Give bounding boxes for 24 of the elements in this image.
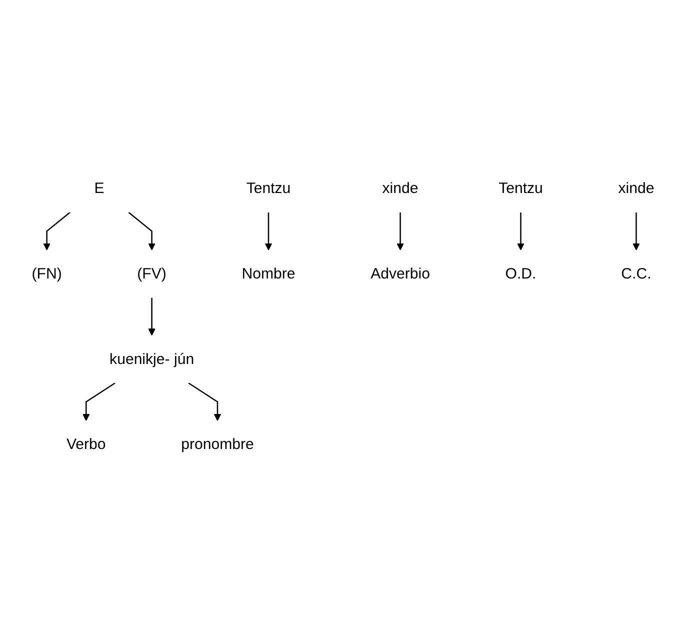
node-text: C.C.: [621, 266, 652, 282]
tree-diagram: E (FN) (FV) Tentzu kuenikje- jún xinde Nombre Verbo pronombre Adverbio Tentzu xinde O.D. C.C.: [0, 158, 686, 476]
arrow: [128, 212, 156, 251]
arrow: [148, 298, 156, 336]
arrow: [82, 382, 116, 422]
node-text: xinde: [618, 180, 654, 197]
node-text: Tentzu: [246, 180, 291, 197]
node-text: (FV): [137, 266, 166, 282]
arrow: [264, 212, 272, 251]
node-text: Tentzu: [498, 180, 543, 197]
arrow: [632, 212, 640, 251]
arrow: [188, 382, 222, 422]
node-text: Adverbio: [370, 266, 430, 282]
node-text: O.D.: [505, 266, 536, 282]
node-text: Verbo: [66, 436, 106, 453]
arrow: [43, 212, 70, 251]
node-text: pronombre: [181, 436, 254, 453]
arrow: [517, 212, 524, 251]
node-text: kuenikje- jún: [110, 350, 194, 368]
node-text: E: [94, 180, 104, 197]
arrow: [396, 212, 404, 251]
node-text: Nombre: [242, 266, 296, 282]
node-text: (FN): [32, 266, 62, 282]
node-text: xinde: [382, 180, 418, 197]
